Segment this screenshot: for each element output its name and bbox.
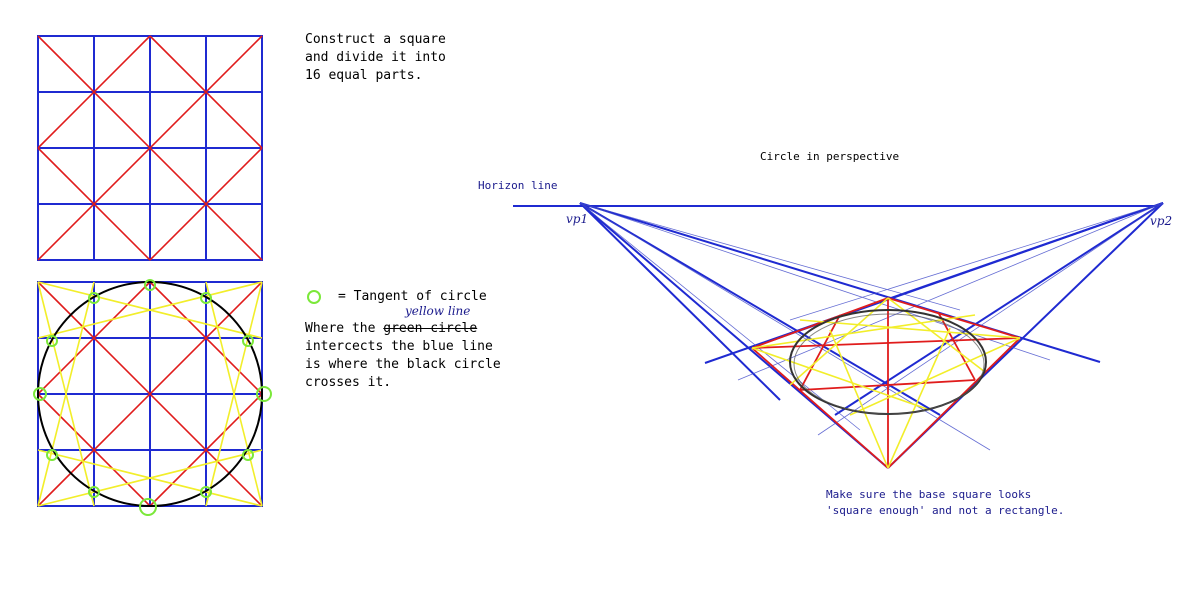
step1-line3: 16 equal parts. xyxy=(305,68,423,83)
perspective-red-lines xyxy=(751,297,1021,469)
step1-line1: Construct a square xyxy=(305,32,446,47)
legend-tangent-icon xyxy=(307,290,321,304)
handwritten-correction: yellow line xyxy=(405,304,471,318)
step2-prefix: Where the xyxy=(305,321,384,336)
perspective-thin-lines xyxy=(579,202,1164,451)
legend-tangent-label: = Tangent of circle xyxy=(338,289,487,304)
step2-line1: Where the green circle xyxy=(305,320,477,338)
step2-line3: is where the black circle xyxy=(305,357,501,372)
tangent-markers xyxy=(33,279,272,516)
step2-line2: intercects the blue line xyxy=(305,339,493,354)
square-diagonals-bottom xyxy=(37,281,263,507)
vp2-label: vp2 xyxy=(1150,214,1173,228)
vp1-label: vp1 xyxy=(566,212,589,226)
square-diagonals-top xyxy=(37,35,263,261)
inscribed-circle xyxy=(37,281,263,507)
note-line2: 'square enough' and not a rectangle. xyxy=(826,504,1065,517)
step1-line2: and divide it into xyxy=(305,50,446,65)
horizon-label: Horizon line xyxy=(478,179,558,192)
perspective-circle-sketch xyxy=(793,313,985,415)
note-line1: Make sure the base square looks xyxy=(826,488,1032,501)
struck-text: green circle xyxy=(383,321,478,336)
step2-line4: crosses it. xyxy=(305,375,392,390)
yellow-lines xyxy=(37,281,263,507)
perspective-title: Circle in perspective xyxy=(760,150,900,163)
